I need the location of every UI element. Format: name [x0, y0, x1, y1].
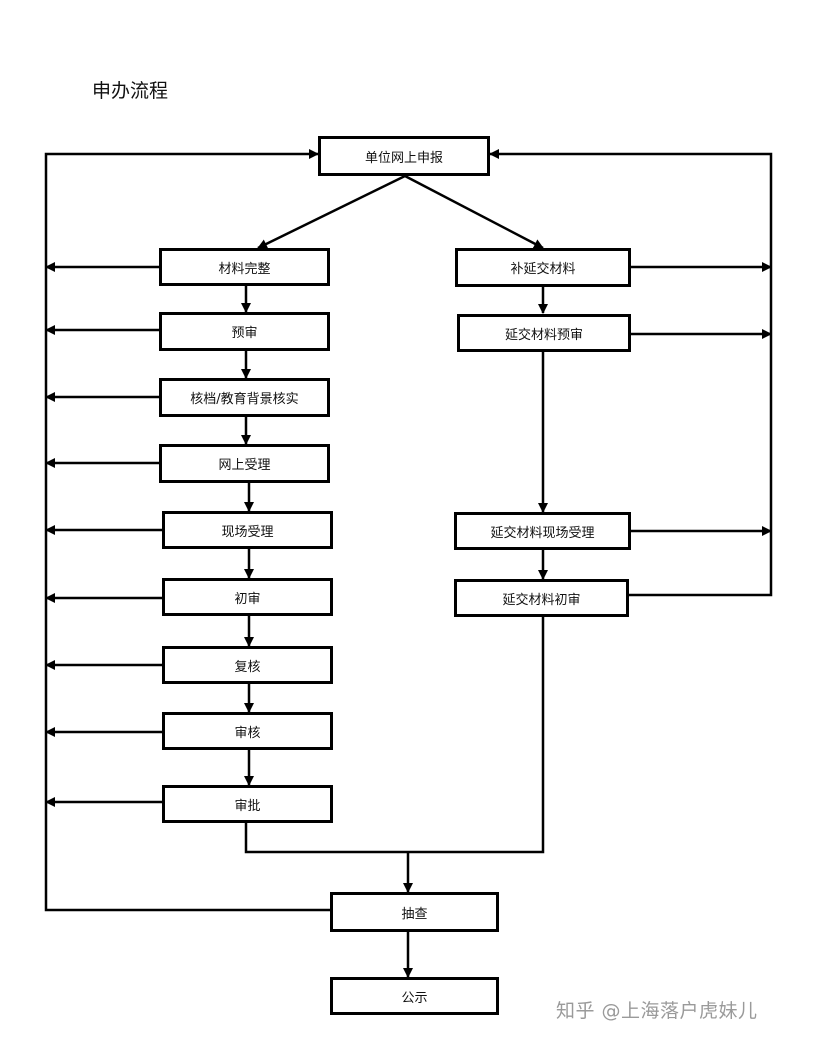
node-late-first-review: 延交材料初审 [454, 579, 629, 617]
edge-submit-to-supplement [404, 174, 544, 250]
node-spot-check: 抽查 [330, 892, 499, 932]
node-late-prereview: 延交材料预审 [457, 314, 631, 352]
node-onsite-accept: 现场受理 [162, 511, 333, 549]
node-supplement: 补延交材料 [455, 248, 631, 287]
node-submit: 单位网上申报 [318, 136, 490, 176]
right-feedback-rail [489, 149, 773, 597]
node-prereview: 预审 [159, 312, 330, 351]
node-late-onsite-accept: 延交材料现场受理 [454, 512, 631, 550]
edge-submit-to-complete [257, 174, 406, 250]
node-first-review: 初审 [162, 578, 333, 616]
node-online-accept: 网上受理 [159, 444, 330, 483]
page-title: 申办流程 [92, 80, 169, 102]
node-verify: 核档/教育背景核实 [159, 378, 330, 417]
node-publicize: 公示 [330, 977, 499, 1015]
node-approve: 审批 [162, 785, 333, 823]
node-recheck: 复核 [162, 646, 333, 684]
node-complete: 材料完整 [159, 248, 330, 286]
watermark: 知乎 @上海落户虎妹儿 [556, 1000, 758, 1022]
node-audit: 审核 [162, 712, 333, 750]
edge-approve-merge [244, 617, 545, 854]
